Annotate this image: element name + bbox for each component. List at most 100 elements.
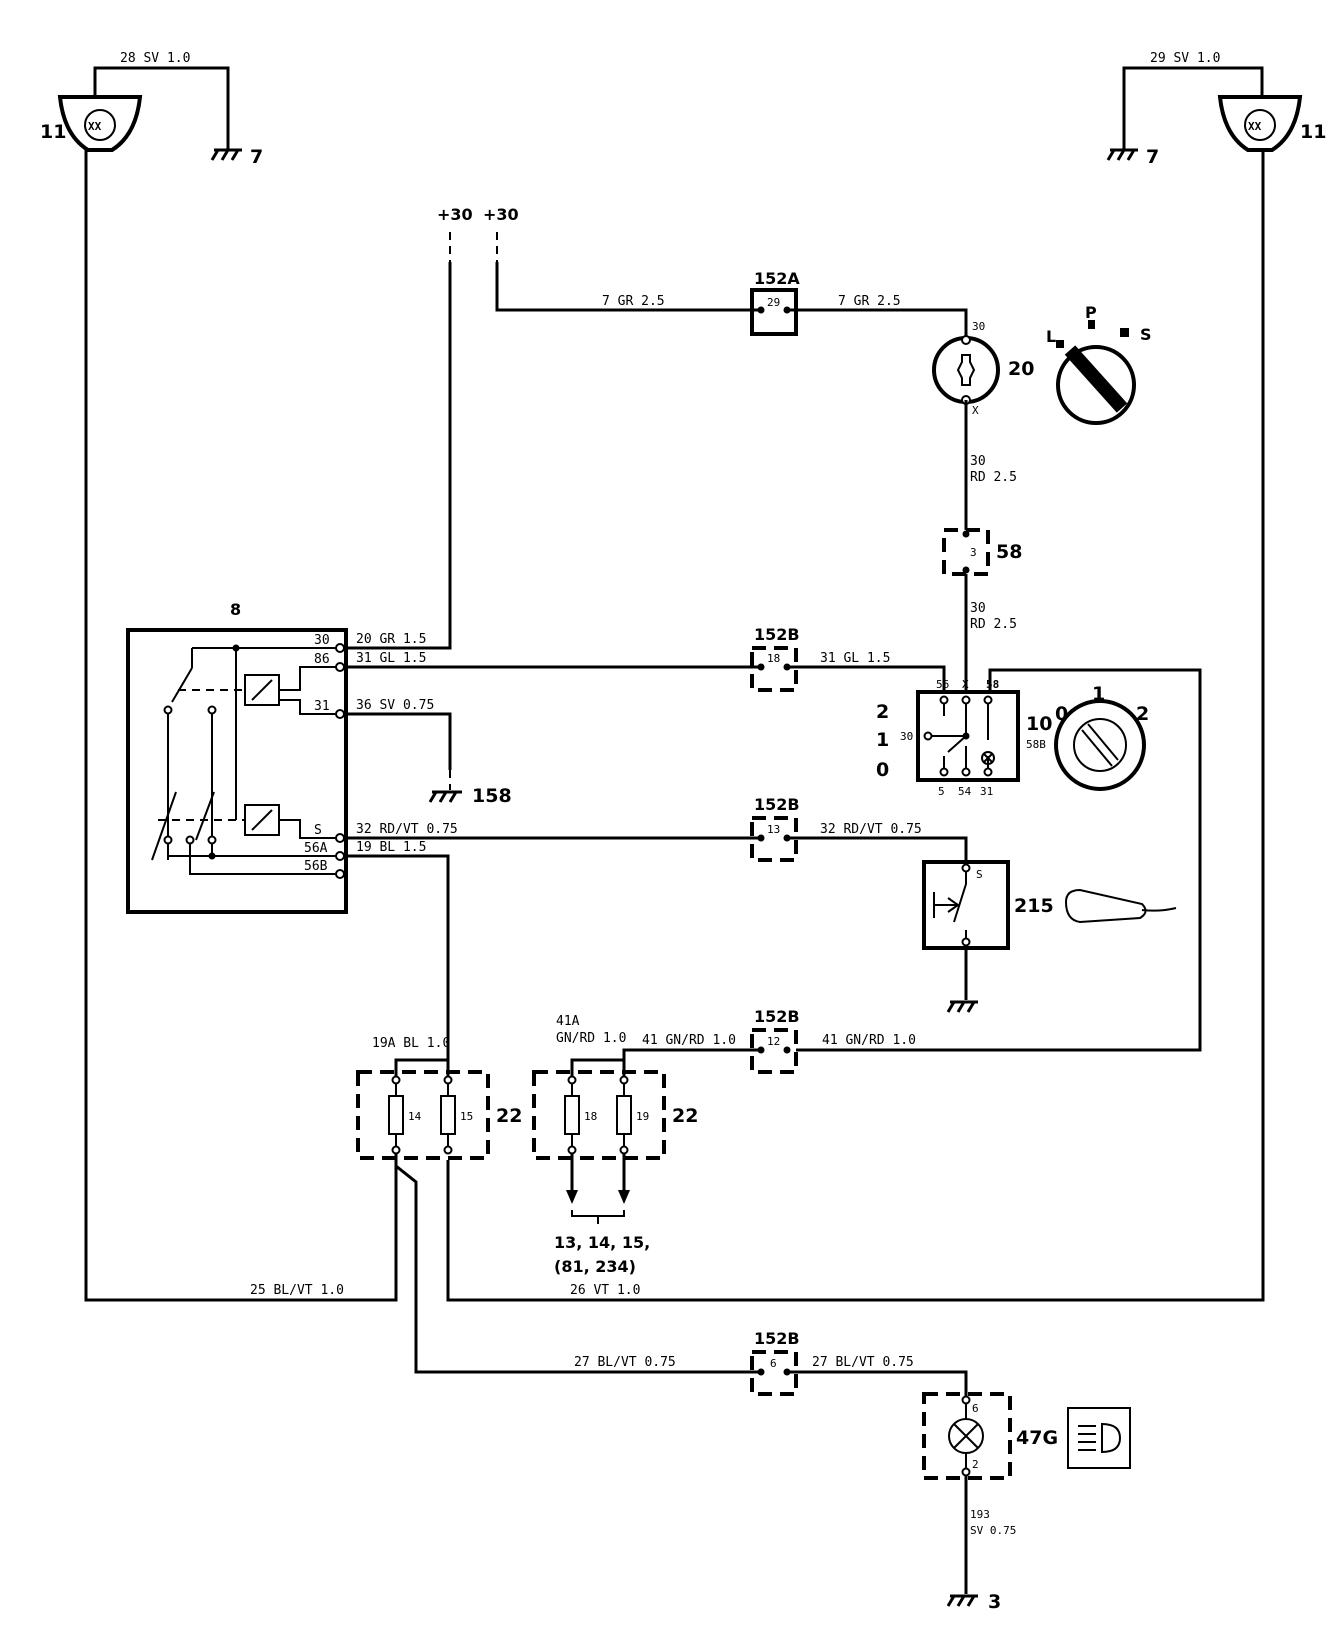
svg-text:20: 20 bbox=[1008, 358, 1034, 380]
ground-158: 158 bbox=[428, 785, 512, 807]
wire-28 bbox=[93, 66, 230, 150]
indicator-lamp-47G: 6 2 47G bbox=[922, 1392, 1058, 1480]
svg-text:56A: 56A bbox=[304, 841, 328, 856]
svg-text:3: 3 bbox=[970, 546, 977, 559]
svg-text:(81, 234): (81, 234) bbox=[554, 1257, 636, 1276]
svg-text:19A BL 1.0: 19A BL 1.0 bbox=[372, 1036, 450, 1051]
svg-text:31: 31 bbox=[314, 699, 330, 714]
svg-text:P: P bbox=[1085, 303, 1097, 322]
svg-text:152A: 152A bbox=[754, 269, 800, 288]
stalk-icon bbox=[1064, 888, 1177, 924]
svg-text:1: 1 bbox=[1092, 683, 1105, 705]
connector-152A: 29 152A bbox=[750, 269, 800, 336]
svg-text:31 GL 1.5: 31 GL 1.5 bbox=[820, 651, 890, 666]
svg-text:18: 18 bbox=[767, 652, 780, 665]
supply-b: +30 bbox=[483, 205, 519, 224]
svg-text:32 RD/VT 0.75: 32 RD/VT 0.75 bbox=[356, 822, 458, 837]
svg-text:5: 5 bbox=[938, 785, 945, 798]
svg-text:56: 56 bbox=[936, 678, 949, 691]
svg-text:58B: 58B bbox=[1026, 738, 1046, 751]
svg-text:56B: 56B bbox=[304, 859, 328, 874]
svg-text:X: X bbox=[972, 404, 979, 417]
svg-text:29: 29 bbox=[767, 296, 780, 309]
wire-26 bbox=[446, 150, 1265, 1302]
svg-text:2: 2 bbox=[972, 1458, 979, 1471]
svg-text:152B: 152B bbox=[754, 1007, 800, 1026]
wire-29-label: 29 SV 1.0 bbox=[1150, 51, 1220, 66]
high-beam-icon bbox=[1067, 1407, 1131, 1469]
svg-text:58: 58 bbox=[996, 541, 1022, 563]
svg-text:54: 54 bbox=[958, 785, 972, 798]
svg-text:RD 2.5: RD 2.5 bbox=[970, 617, 1017, 632]
svg-text:X: X bbox=[962, 678, 969, 691]
svg-text:86: 86 bbox=[314, 652, 330, 667]
svg-text:13: 13 bbox=[767, 823, 780, 836]
svg-text:152B: 152B bbox=[754, 795, 800, 814]
lamp-right: XX 11 bbox=[1217, 95, 1326, 152]
svg-text:58: 58 bbox=[986, 678, 999, 691]
fuse-box-22-left: 14 15 22 bbox=[356, 1070, 522, 1160]
svg-text:2: 2 bbox=[876, 701, 889, 723]
svg-text:41 GN/RD 1.0: 41 GN/RD 1.0 bbox=[642, 1033, 736, 1048]
connector-152B-13: 13 152B bbox=[750, 795, 800, 862]
svg-text:20 GR 1.5: 20 GR 1.5 bbox=[356, 632, 426, 647]
svg-text:158: 158 bbox=[472, 785, 512, 807]
svg-text:30: 30 bbox=[314, 633, 330, 648]
svg-text:32 RD/VT 0.75: 32 RD/VT 0.75 bbox=[820, 822, 922, 837]
lamp-left: XX 11 bbox=[40, 95, 143, 152]
svg-text:L: L bbox=[1046, 327, 1056, 346]
wire-26-label: 26 VT 1.0 bbox=[570, 1283, 640, 1298]
relay-unit-8: 8 30 86 31 S 56A 56B bbox=[126, 600, 348, 914]
svg-text:19: 19 bbox=[636, 1110, 649, 1123]
svg-text:13, 14, 15,: 13, 14, 15, bbox=[554, 1233, 650, 1252]
svg-text:10: 10 bbox=[1026, 713, 1052, 735]
svg-text:7 GR 2.5: 7 GR 2.5 bbox=[602, 294, 665, 309]
svg-text:41 GN/RD 1.0: 41 GN/RD 1.0 bbox=[822, 1033, 916, 1048]
svg-text:12: 12 bbox=[767, 1035, 780, 1048]
flasher-switch-215: S 215 bbox=[922, 860, 1054, 950]
svg-text:S: S bbox=[976, 868, 983, 881]
svg-text:0: 0 bbox=[1055, 703, 1068, 725]
svg-text:27 BL/VT 0.75: 27 BL/VT 0.75 bbox=[812, 1355, 914, 1370]
svg-text:22: 22 bbox=[672, 1105, 698, 1127]
svg-text:7 GR 2.5: 7 GR 2.5 bbox=[838, 294, 901, 309]
wire-25-label: 25 BL/VT 1.0 bbox=[250, 1283, 344, 1298]
svg-text:193: 193 bbox=[970, 1508, 990, 1521]
svg-text:S: S bbox=[1140, 325, 1152, 344]
connector-152B-12: 12 152B bbox=[750, 1007, 800, 1074]
svg-text:47G: 47G bbox=[1016, 1427, 1058, 1449]
svg-text:22: 22 bbox=[496, 1105, 522, 1127]
svg-text:8: 8 bbox=[230, 600, 241, 619]
svg-text:30: 30 bbox=[970, 601, 986, 616]
svg-text:31 GL 1.5: 31 GL 1.5 bbox=[356, 651, 426, 666]
svg-text:S: S bbox=[314, 823, 322, 838]
svg-text:GN/RD 1.0: GN/RD 1.0 bbox=[556, 1031, 626, 1046]
connector-152B-18: 18 152B bbox=[750, 625, 800, 692]
svg-text:14: 14 bbox=[408, 1110, 422, 1123]
lamp-left-label: 11 bbox=[40, 121, 66, 143]
ignition-switch-20: 30 X 20 bbox=[932, 320, 1034, 417]
svg-text:27 BL/VT 0.75: 27 BL/VT 0.75 bbox=[574, 1355, 676, 1370]
svg-text:3: 3 bbox=[988, 1591, 1001, 1613]
svg-text:41A: 41A bbox=[556, 1014, 580, 1029]
svg-text:152B: 152B bbox=[754, 1329, 800, 1348]
ignition-key-icon: L P S bbox=[1046, 303, 1152, 425]
wire-25 bbox=[84, 150, 398, 1302]
light-switch-knob-icon: 0 1 2 bbox=[1054, 683, 1149, 791]
svg-text:1: 1 bbox=[876, 729, 889, 751]
svg-text:XX: XX bbox=[1248, 120, 1262, 133]
svg-text:30: 30 bbox=[970, 454, 986, 469]
svg-text:SV 0.75: SV 0.75 bbox=[970, 1524, 1016, 1537]
svg-text:31: 31 bbox=[980, 785, 993, 798]
svg-text:2: 2 bbox=[1136, 703, 1149, 725]
svg-text:7: 7 bbox=[250, 146, 263, 168]
wire-29 bbox=[1122, 66, 1264, 150]
svg-text:0: 0 bbox=[876, 759, 889, 781]
svg-text:15: 15 bbox=[460, 1110, 473, 1123]
svg-text:6: 6 bbox=[770, 1357, 777, 1370]
svg-text:36 SV 0.75: 36 SV 0.75 bbox=[356, 698, 434, 713]
svg-text:RD 2.5: RD 2.5 bbox=[970, 470, 1017, 485]
ground-left-7: 7 bbox=[210, 146, 263, 168]
light-switch-10: 56 X 58 30 5 54 31 10 58B 2 1 0 bbox=[876, 678, 1052, 798]
